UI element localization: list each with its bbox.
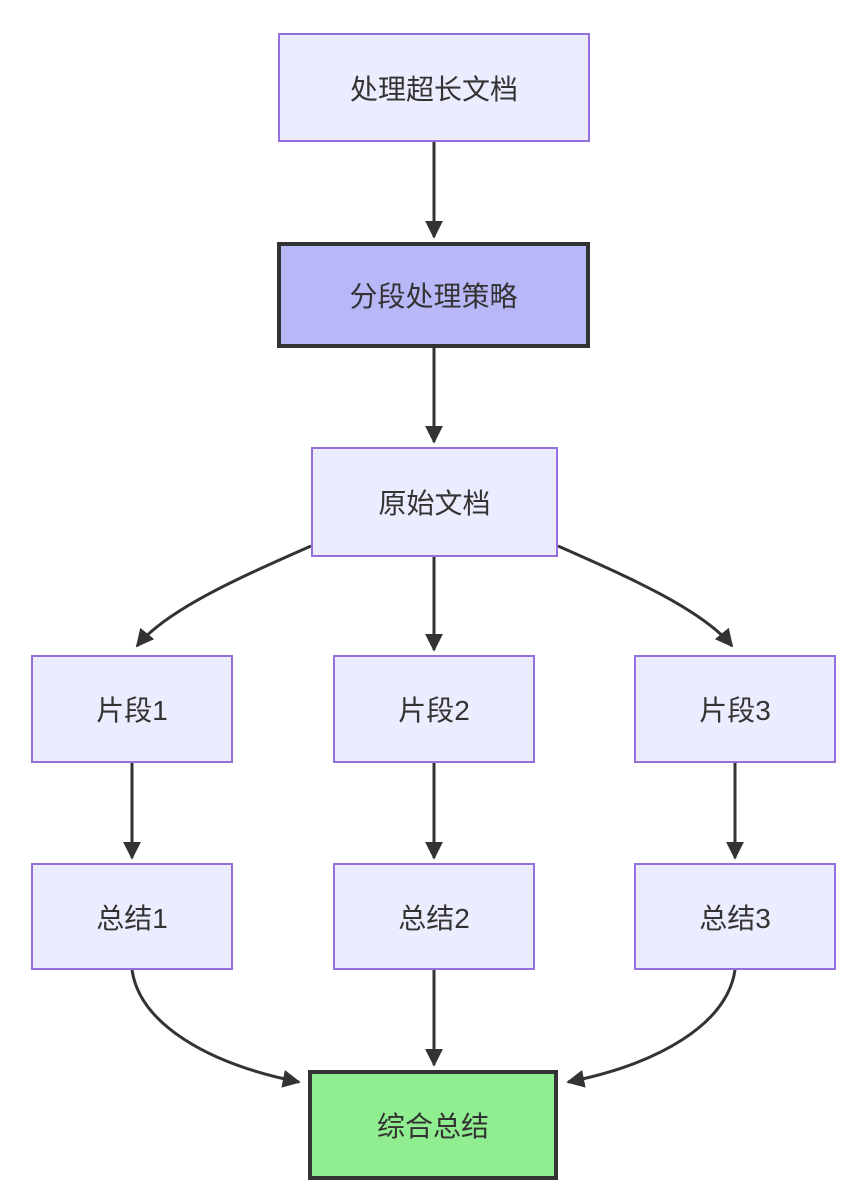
- node-combined-summary: 综合总结: [308, 1070, 558, 1180]
- node-segmentation-strategy: 分段处理策略: [277, 242, 590, 348]
- edge-E3-F: [566, 969, 737, 1088]
- edge-C-D3: [557, 544, 734, 648]
- node-label: 片段3: [699, 695, 771, 726]
- node-process-long-document: 处理超长文档: [278, 33, 590, 142]
- node-fragment-2: 片段2: [333, 655, 535, 763]
- node-label: 片段2: [398, 695, 470, 726]
- node-fragment-1: 片段1: [31, 655, 233, 763]
- node-summary-2: 总结2: [333, 863, 535, 970]
- node-label: 处理超长文档: [349, 73, 518, 105]
- node-summary-3: 总结3: [634, 863, 836, 970]
- node-label: 原始文档: [378, 488, 491, 519]
- edge-E1-F: [130, 969, 301, 1088]
- node-label: 总结2: [398, 902, 470, 934]
- node-label: 分段处理策略: [349, 281, 518, 312]
- node-original-document: 原始文档: [311, 447, 558, 557]
- node-fragment-3: 片段3: [634, 655, 836, 763]
- node-label: 综合总结: [376, 1111, 489, 1142]
- node-label: 片段1: [96, 695, 168, 726]
- node-label: 总结3: [699, 902, 771, 934]
- node-label: 总结1: [96, 902, 168, 934]
- edge-C-D1: [135, 544, 312, 648]
- node-summary-1: 总结1: [31, 863, 233, 970]
